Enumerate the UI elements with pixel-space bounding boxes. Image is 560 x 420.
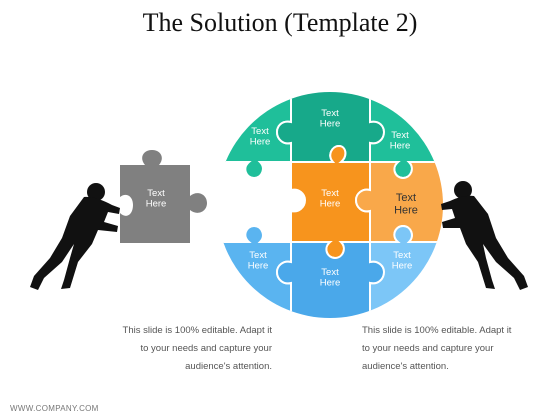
man-pushing-left-icon — [30, 183, 120, 290]
slide-title: The Solution (Template 2) — [142, 8, 418, 37]
caption-right: This slide is 100% editable. Adapt it to… — [362, 325, 512, 372]
caption-left: This slide is 100% editable. Adapt it to… — [122, 325, 272, 372]
puzzle-piece-detached[interactable] — [120, 150, 207, 243]
footer-url: WWW.COMPANY.COM — [10, 404, 99, 413]
man-pushing-right-icon — [441, 181, 528, 290]
